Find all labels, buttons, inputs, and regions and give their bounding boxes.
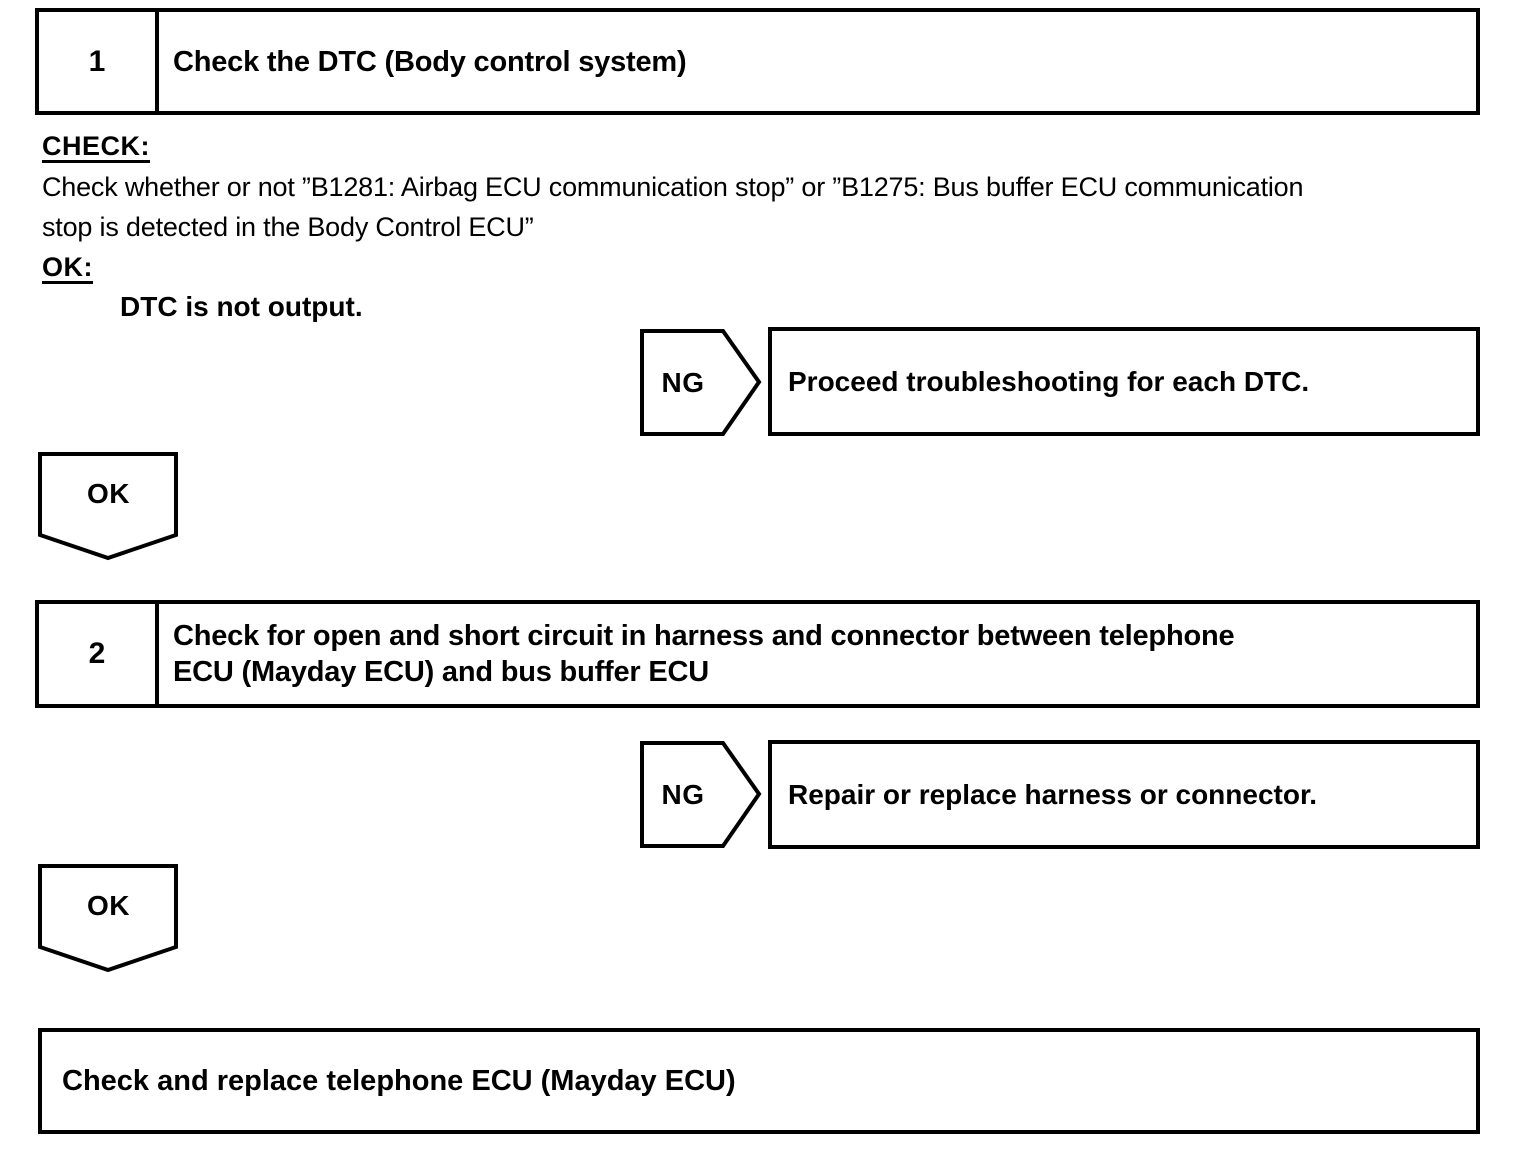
final-action-text: Check and replace telephone ECU (Mayday …: [62, 1064, 736, 1097]
final-action-box: Check and replace telephone ECU (Mayday …: [38, 1028, 1480, 1134]
ok-criteria-text: DTC is not output.: [120, 291, 363, 322]
ok-label: OK:: [42, 252, 93, 282]
ok-connector-2: OK: [38, 864, 179, 973]
ng-arrow-shape: [640, 329, 762, 436]
ng-action-box-1: Proceed troubleshooting for each DTC.: [768, 327, 1480, 436]
ok-connector-1: OK: [38, 452, 179, 561]
step1-number: 1: [39, 12, 159, 111]
ng-arrow-shape: [640, 741, 762, 848]
ng-action-text-2: Repair or replace harness or connector.: [788, 778, 1318, 810]
ng-action-box-2: Repair or replace harness or connector.: [768, 740, 1480, 849]
ok-badge-2: OK: [87, 890, 130, 921]
step2-title-line2: ECU (Mayday ECU) and bus buffer ECU: [173, 656, 709, 688]
ng-connector-2: NG: [640, 741, 762, 848]
ok-arrow-shape: [38, 864, 178, 973]
ng-action-text-1: Proceed troubleshooting for each DTC.: [788, 365, 1310, 397]
step1-header-box: 1 Check the DTC (Body control system): [35, 8, 1480, 115]
ng-connector-1: NG: [640, 329, 762, 436]
ok-arrow-shape: [38, 452, 178, 561]
check-description-line2: stop is detected in the Body Control ECU…: [42, 212, 534, 242]
ng-badge-1: NG: [661, 366, 705, 398]
check-description-line1: Check whether or not ”B1281: Airbag ECU …: [42, 172, 1304, 202]
ng-badge-2: NG: [661, 778, 705, 810]
ok-badge-1: OK: [87, 478, 130, 509]
step1-title: Check the DTC (Body control system): [173, 45, 687, 78]
step2-title-line1: Check for open and short circuit in harn…: [173, 620, 1235, 652]
step2-number: 2: [39, 604, 159, 704]
step2-header-box: 2 Check for open and short circuit in ha…: [35, 600, 1480, 708]
check-label: CHECK:: [42, 131, 150, 161]
